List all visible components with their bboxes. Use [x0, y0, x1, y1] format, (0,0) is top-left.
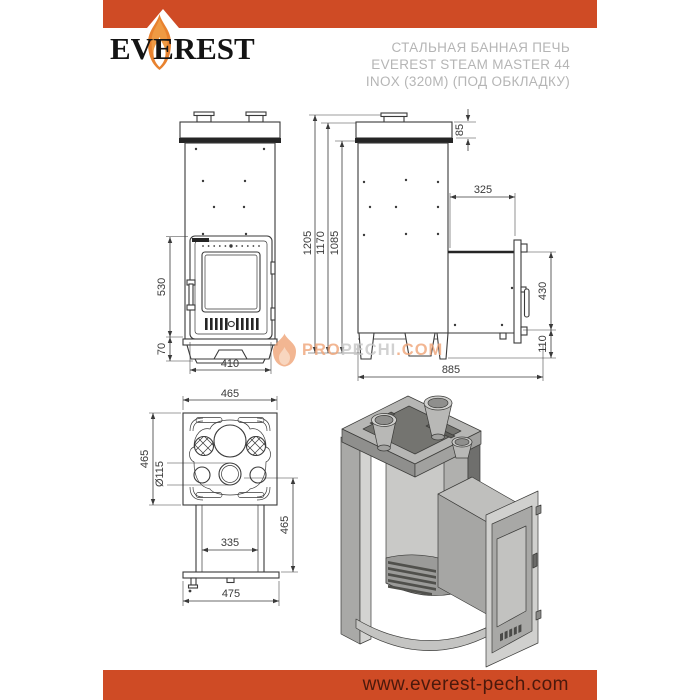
top-view-dimensions: 465 465 Ø115 335 465 475 [139, 388, 298, 606]
title-line-2: EVEREST STEAM MASTER 44 [371, 57, 570, 72]
top-view [182, 412, 280, 593]
website-url: www.everest-pech.com [362, 674, 569, 695]
dim-height-body: 1085 [329, 231, 341, 255]
steam-funnel-left [193, 435, 215, 457]
top-brand-bar [103, 0, 597, 28]
iso-steam-funnels [371, 395, 473, 459]
dim-door-height: 530 [156, 278, 168, 296]
front-view-dimensions: 530 70 410 1205 1170 1085 [156, 114, 382, 374]
firebox-tunnel [448, 239, 530, 344]
dim-collar-height: 85 [454, 124, 466, 136]
title-line-3: INOX (320М) (ПОД ОБКЛАДКУ) [365, 74, 570, 89]
dim-height-cap: 1170 [315, 231, 327, 255]
door-air-vents [202, 244, 260, 248]
chimney-outlet [218, 462, 242, 486]
dim-tunnel-width: 335 [221, 537, 239, 549]
dim-body-depth: 465 [139, 450, 151, 468]
dim-base-height: 70 [156, 343, 168, 355]
iso-door-frame [485, 490, 542, 668]
brand-logo: EVEREST [110, 31, 255, 66]
door-glass [201, 251, 261, 313]
title-line-1: СТАЛЬНАЯ БАННАЯ ПЕЧЬ [391, 40, 570, 55]
dim-tunnel-length: 465 [279, 516, 291, 534]
dim-front-width: 410 [221, 358, 239, 370]
side-view-dimensions: 85 325 430 110 885 [357, 109, 556, 381]
mountain-notch [147, 9, 179, 28]
top-opening [213, 424, 247, 458]
dim-height-total: 1205 [302, 231, 314, 255]
door-handle [186, 279, 196, 311]
dim-depth-total: 885 [442, 364, 460, 376]
dim-door-frame-height: 430 [537, 282, 549, 300]
steam-funnel-right [245, 435, 267, 457]
dim-chimney-diameter: Ø115 [154, 461, 166, 487]
footer-bar: www.everest-pech.com [103, 670, 597, 700]
front-view [179, 111, 281, 364]
iso-cutaway-view [340, 395, 542, 668]
flame-icon [148, 14, 171, 70]
grate-slats [388, 561, 436, 596]
dim-rear-offset: 325 [474, 184, 492, 196]
dim-body-width: 465 [221, 388, 239, 400]
product-title: СТАЛЬНАЯ БАННАЯ ПЕЧЬ EVEREST STEAM MASTE… [366, 39, 570, 90]
dim-front-plate-width: 475 [222, 588, 240, 600]
tunnel-door-handle [520, 286, 530, 318]
dim-bottom-clearance: 110 [537, 335, 549, 353]
side-view [355, 112, 530, 360]
door-bottom-vents [205, 318, 259, 330]
